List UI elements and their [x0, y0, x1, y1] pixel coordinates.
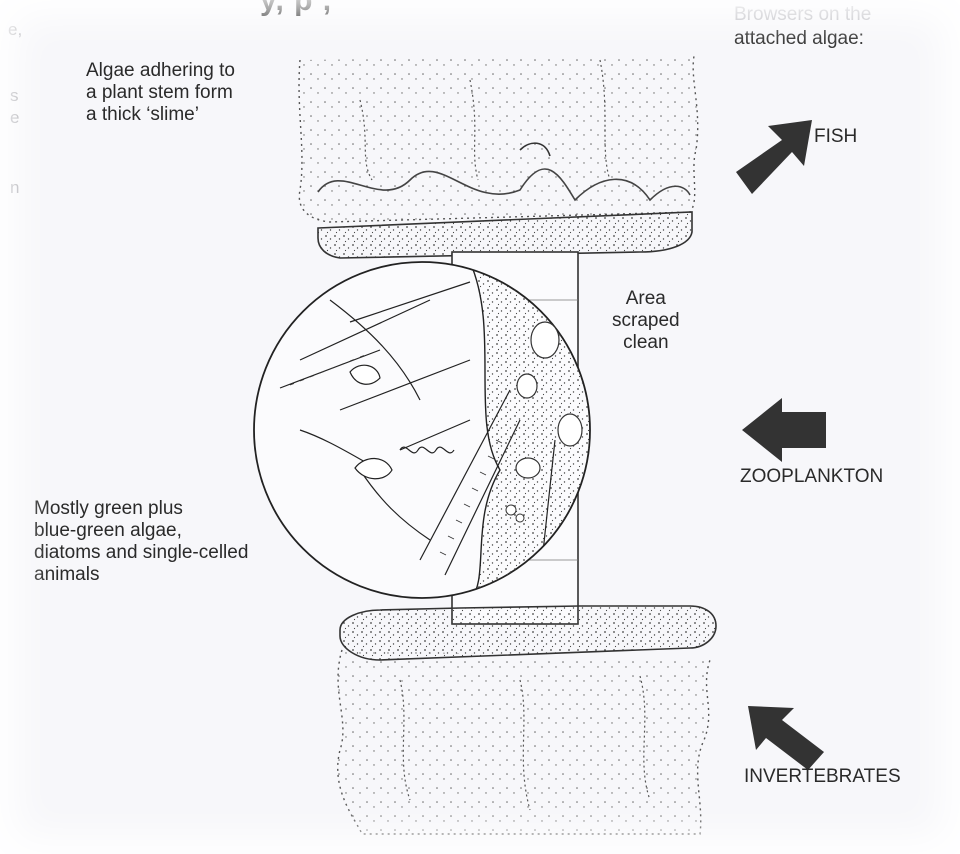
invertebrates-label: INVERTEBRATES	[744, 766, 901, 788]
lower-slime-coat	[338, 650, 710, 834]
invertebrates-arrow	[748, 706, 824, 770]
browsers-label-line2: attached algae:	[734, 28, 864, 50]
slime-label: Algae adhering to a plant stem form a th…	[86, 60, 235, 126]
zooplankton-label: ZOOPLANKTON	[740, 466, 883, 488]
browsers-label-line1: Browsers on the	[734, 4, 871, 26]
zooplankton-arrow	[742, 398, 826, 462]
algae-composition-label: Mostly green plus blue-green algae, diat…	[34, 498, 248, 586]
fish-label: FISH	[814, 126, 857, 148]
upper-slime-coat	[299, 56, 698, 222]
area-scraped-label: Area scraped clean	[612, 288, 680, 354]
fish-arrow	[736, 120, 812, 194]
